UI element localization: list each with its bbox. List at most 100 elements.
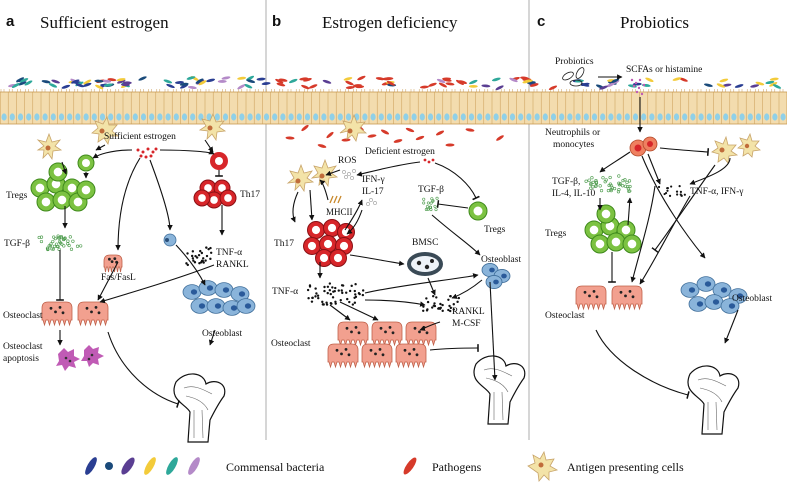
cytokine-dot xyxy=(670,185,673,188)
epithelial-nucleus xyxy=(214,113,220,121)
apc-cell xyxy=(91,115,120,145)
cytokine-dot xyxy=(314,287,317,290)
label-mhcii: MHCII xyxy=(326,207,353,217)
epithelial-nucleus xyxy=(181,113,188,121)
cytokine-dot xyxy=(354,293,357,296)
lymphocyte-nucleus xyxy=(73,197,83,207)
cytokine-dot xyxy=(329,292,332,296)
legend-pathogens: Pathogens xyxy=(432,460,482,474)
osteoclast-nucleus xyxy=(94,306,98,309)
legend-commensal-icons xyxy=(85,457,200,475)
cytokine-dot xyxy=(439,302,442,306)
bacterium xyxy=(308,84,318,89)
bacterium xyxy=(469,79,478,85)
osteoclast-nucleus xyxy=(588,294,591,298)
cytokine-dot xyxy=(663,192,666,196)
panel-c: c Probiotics Probiotics SCFAs or histami… xyxy=(537,13,772,435)
bacterium xyxy=(61,84,71,89)
osteoblast-nucleus xyxy=(704,281,712,287)
cytokine-dot xyxy=(627,179,632,183)
epithelial-nucleus xyxy=(616,113,622,121)
bacterium xyxy=(16,77,25,83)
osteoclast-nucleus xyxy=(595,295,599,299)
cytokine-dot xyxy=(204,259,207,262)
legend: Commensal bacteria Pathogens Antigen pre… xyxy=(85,450,684,482)
bacterium xyxy=(198,80,207,86)
cytokine-dot xyxy=(51,239,55,244)
lymphocyte-nucleus xyxy=(339,241,349,251)
cytokine-dot xyxy=(591,185,595,189)
epithelial-nucleus xyxy=(58,113,65,121)
cytokine-dot xyxy=(439,306,442,309)
th17-cluster-b xyxy=(303,219,355,267)
apc-cell xyxy=(36,132,63,161)
bacterium xyxy=(48,83,58,88)
epithelial-nucleus xyxy=(534,113,540,121)
mhcii-marks xyxy=(329,195,342,204)
osteoclast-nucleus xyxy=(412,348,416,351)
bacterium xyxy=(301,84,310,90)
epithelial-nucleus xyxy=(321,113,327,121)
cytokine-dot xyxy=(348,289,352,293)
bacterium xyxy=(243,83,253,89)
cytokine-dot xyxy=(201,259,204,263)
epithelial-nucleus xyxy=(542,113,548,121)
cytokine-dot xyxy=(195,256,199,259)
rankl-dots xyxy=(422,294,460,313)
label-tregs: Tregs xyxy=(6,191,28,201)
legend-commensal: Commensal bacteria xyxy=(226,460,325,474)
osteoclast-nucleus xyxy=(347,353,351,357)
osteoclast-nucleus xyxy=(624,294,627,298)
cytokine-dot xyxy=(676,193,679,196)
osteoclast-nucleus xyxy=(108,257,111,261)
bacterium xyxy=(237,76,247,80)
bacterium xyxy=(734,84,744,88)
osteoclast-nucleus xyxy=(374,352,377,356)
cytokine-dot xyxy=(209,251,213,255)
osteoclast-nucleus xyxy=(403,348,407,352)
cytokine-dot xyxy=(332,290,335,293)
label-tnf-alpha-b: TNF-α xyxy=(272,287,298,297)
label-th17-b: Th17 xyxy=(274,239,294,249)
pathogen xyxy=(393,139,403,143)
cytokine-dot xyxy=(60,242,64,246)
osteoblast-precursor xyxy=(163,233,177,247)
label-tregs-b: Tregs xyxy=(484,225,506,235)
cytokine-dot xyxy=(205,246,208,249)
osteoclast-nucleus xyxy=(354,326,358,329)
trabecular-line xyxy=(483,368,513,377)
cytokine-dot xyxy=(52,235,56,239)
pathogen xyxy=(415,135,425,141)
cytokine-dot xyxy=(598,184,602,188)
cytokine-dot xyxy=(79,244,83,248)
epithelial-nucleus xyxy=(419,113,425,121)
epithelial-nucleus xyxy=(468,113,475,121)
cytokine-dot xyxy=(675,190,679,193)
th17-cluster xyxy=(193,179,237,209)
osteoblast-nucleus xyxy=(206,285,214,291)
osteoclast-nucleus xyxy=(628,290,632,293)
bacterium xyxy=(175,81,184,84)
cytokine-dot xyxy=(46,247,50,252)
cytokine-dot xyxy=(422,197,426,201)
osteoclast-nucleus xyxy=(369,348,373,352)
osteoclast-nucleus xyxy=(110,260,114,263)
cytokine-dot xyxy=(449,306,453,310)
panel-a: a Sufficient estrogen Sufficient estroge… xyxy=(3,13,260,443)
bacterium xyxy=(83,79,92,85)
epithelial-nucleus xyxy=(501,113,507,121)
panel-b: b Estrogen deficiency ROS Deficient estr… xyxy=(271,13,526,425)
cytokine-dot xyxy=(209,257,212,261)
bacterium xyxy=(275,78,284,84)
arrows-panel-b xyxy=(290,161,498,381)
epithelial-nucleus xyxy=(263,113,270,121)
cytokine-dot xyxy=(185,262,188,265)
cytokine-dot xyxy=(346,297,349,301)
epithelial-nucleus xyxy=(509,113,516,121)
cytokine-dot xyxy=(590,176,594,180)
osteoclast-nucleus xyxy=(344,348,348,351)
bacterium xyxy=(303,78,312,82)
cytokine-dot xyxy=(666,187,669,190)
label-osteoblast: Osteoblast xyxy=(202,329,242,339)
epithelial-nucleus xyxy=(698,113,704,121)
